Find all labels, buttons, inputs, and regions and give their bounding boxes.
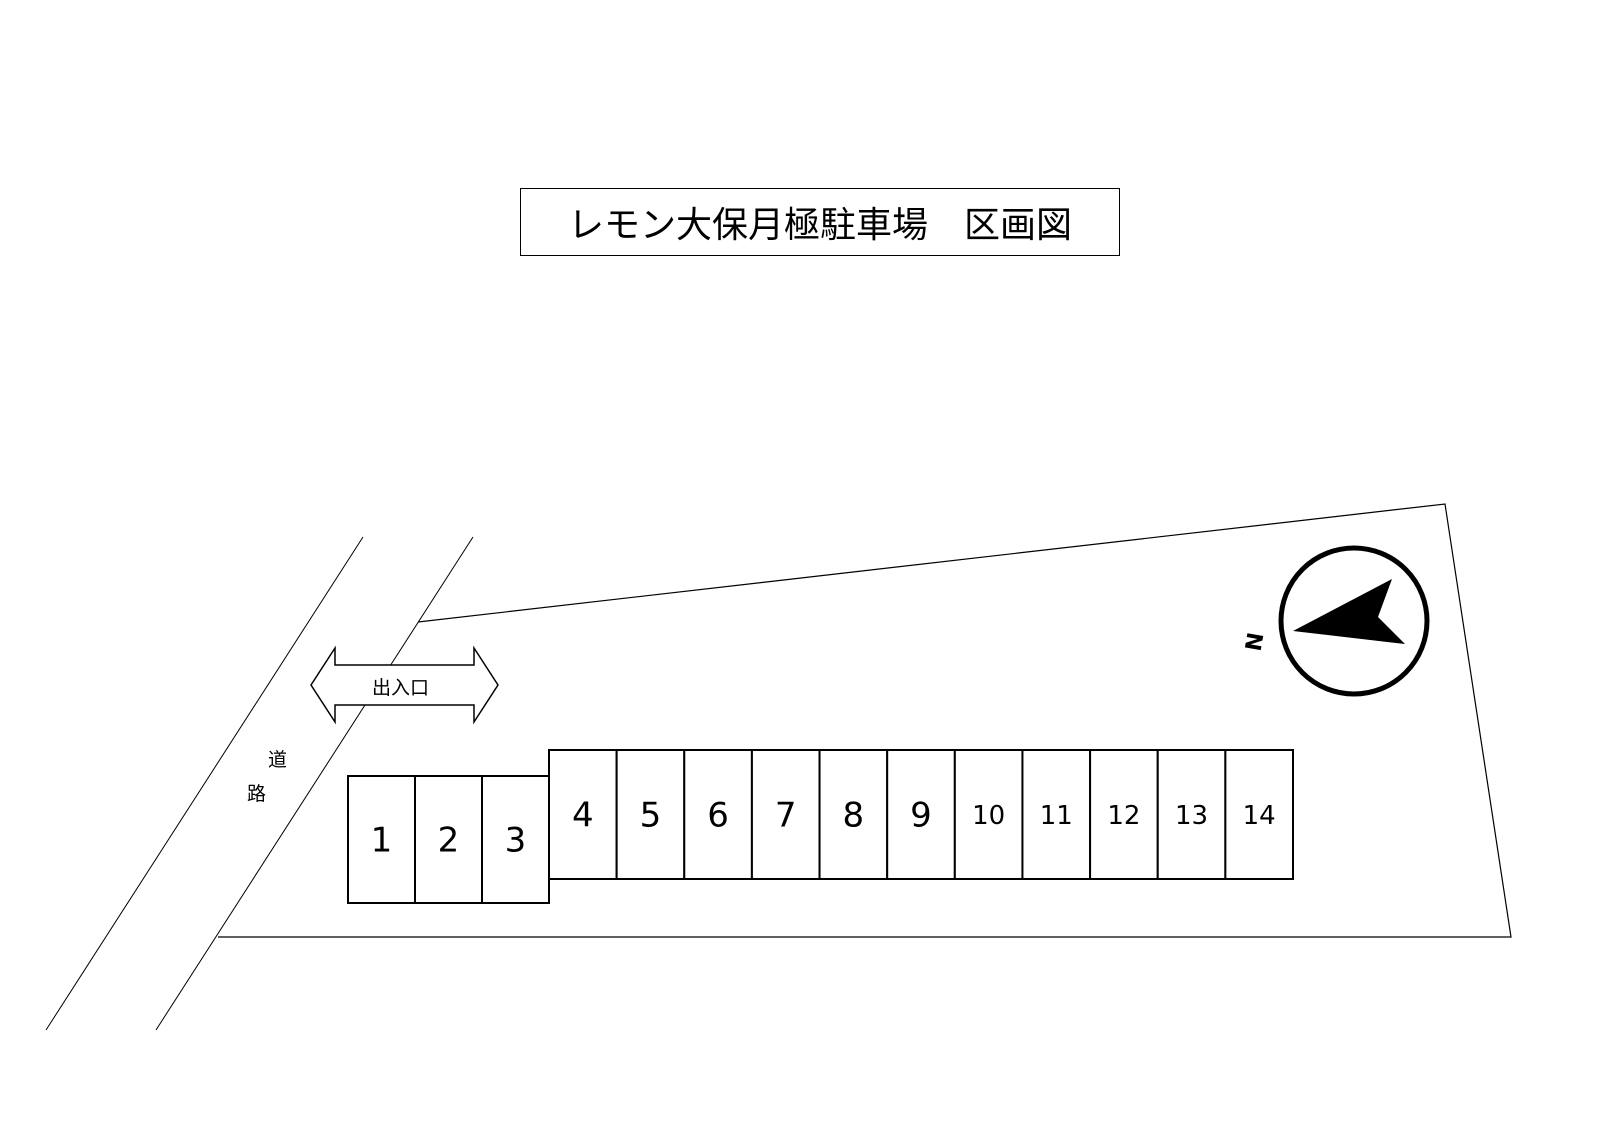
north-arrow-icon xyxy=(1293,579,1405,644)
compass-circle xyxy=(1278,545,1430,697)
parking-space-number: 3 xyxy=(505,821,527,861)
parking-space-11 xyxy=(1021,749,1092,880)
parking-space-number: 8 xyxy=(843,796,865,836)
road-label-2: 路 xyxy=(247,783,267,805)
parking-space-number: 5 xyxy=(640,796,662,836)
parking-space-number: 4 xyxy=(572,796,594,836)
parking-space-1 xyxy=(347,775,416,904)
parking-space-number: 10 xyxy=(972,801,1005,831)
entrance-label: 出入口 xyxy=(372,677,430,699)
parking-space-number: 13 xyxy=(1175,801,1208,831)
north-label: N xyxy=(1242,631,1270,653)
title-text: レモン大保月極駐車場 区画図 xyxy=(567,205,1072,246)
parking-space-12 xyxy=(1089,749,1159,880)
parking-space-10 xyxy=(953,749,1024,880)
road-edge-right xyxy=(155,536,474,1031)
parking-space-3 xyxy=(481,775,550,904)
parking-space-number: 2 xyxy=(438,821,460,861)
parking-space-number: 11 xyxy=(1040,801,1073,831)
parking-space-number: 12 xyxy=(1107,801,1140,831)
entrance-arrow xyxy=(310,645,499,725)
parking-space-number: 6 xyxy=(707,796,729,836)
road-label-1: 道 xyxy=(268,749,288,771)
page-title: レモン大保月極駐車場 区画図 xyxy=(520,188,1120,256)
parking-space-4 xyxy=(548,749,618,880)
parking-space-number: 1 xyxy=(371,821,393,861)
parking-space-number: 7 xyxy=(775,796,797,836)
parking-space-9 xyxy=(886,749,956,880)
parking-space-6 xyxy=(683,749,753,880)
parking-space-7 xyxy=(750,749,821,880)
parking-space-5 xyxy=(615,749,686,880)
lot-boundary xyxy=(218,503,1512,938)
parking-space-number: 14 xyxy=(1243,801,1276,831)
parking-space-8 xyxy=(818,749,889,880)
parking-space-14 xyxy=(1224,749,1295,880)
road-edge-left xyxy=(45,536,364,1031)
parking-space-number: 9 xyxy=(910,796,932,836)
